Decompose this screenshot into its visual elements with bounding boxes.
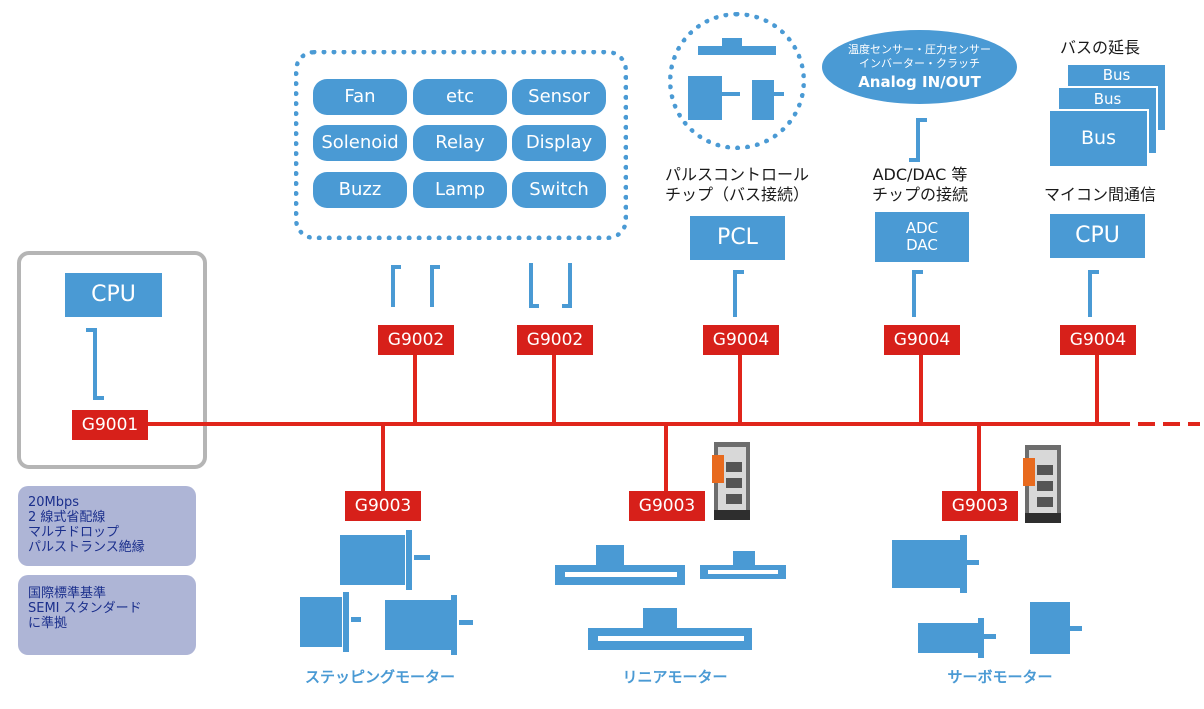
device-fan: Fan: [313, 79, 407, 115]
signal-arrow: [529, 263, 539, 308]
spec-info-box: 20Mbps 2 線式省配線 マルチドロップ パルストランス絶縁: [18, 486, 196, 566]
drop-line: [413, 355, 417, 423]
spec-line: パルストランス絶縁: [28, 540, 145, 555]
pcl-dotted-circle: [668, 12, 806, 150]
main-cpu-frame: [17, 251, 207, 469]
linear-motor-legend: リニアモーター: [622, 668, 728, 686]
drop-line: [381, 424, 385, 492]
stepping-motor-legend: ステッピングモーター: [304, 668, 455, 686]
adc-dac-box: ADC DAC: [875, 212, 969, 262]
inter-mcu-caption: マイコン間通信: [1043, 185, 1156, 204]
driver-unit-icon: [712, 442, 750, 520]
spec-line: 2 線式省配線: [28, 510, 106, 525]
driver-unit-icon: [1023, 445, 1061, 523]
bus-continuation-dash: [1188, 422, 1200, 426]
drop-line: [1095, 355, 1099, 423]
spec-line: マルチドロップ: [28, 525, 120, 540]
g9003-chip-stepping: G9003: [345, 491, 421, 521]
standard-line: SEMI スタンダード: [28, 601, 142, 616]
servo-motor-icon: [892, 540, 960, 588]
analog-cloud-line3: Analog IN/OUT: [858, 73, 981, 91]
servo-motor-icon: [1030, 602, 1070, 654]
signal-arrow: [733, 270, 744, 317]
bus-continuation-dash: [1138, 422, 1155, 426]
device-sensor: Sensor: [512, 79, 606, 115]
device-buzz: Buzz: [313, 172, 407, 208]
stepping-motor-icon: [300, 597, 342, 647]
io-device-frame: [294, 50, 628, 240]
signal-arrow: [909, 118, 927, 162]
g9001-chip: G9001: [72, 410, 148, 440]
device-relay: Relay: [413, 125, 507, 161]
linear-motor-icon: [555, 565, 685, 585]
dac-label: DAC: [906, 236, 938, 254]
adc-caption-line2: チップの接続: [871, 185, 968, 204]
signal-arrow: [391, 265, 401, 307]
main-bus-line: [145, 422, 1130, 426]
signal-arrow: [562, 263, 572, 308]
drop-line: [664, 424, 668, 492]
pcl-caption-line1: パルスコントロール: [664, 165, 809, 184]
g9003-chip-linear: G9003: [629, 491, 705, 521]
pcl-caption-line2: チップ（バス接続）: [664, 185, 809, 204]
signal-arrow: [912, 270, 923, 317]
servo-motor-icon: [918, 623, 978, 653]
stepping-motor-icon: [385, 600, 451, 650]
bus-continuation-dash: [1163, 422, 1180, 426]
pcl-box: PCL: [690, 216, 785, 260]
drop-line: [738, 355, 742, 423]
drop-line: [977, 424, 981, 492]
stepping-motor-icon: [340, 535, 405, 585]
adc-label: ADC: [905, 219, 939, 237]
g9004-chip-pcl: G9004: [703, 325, 779, 355]
linear-motor-icon: [700, 565, 786, 579]
bus-layer-front: Bus: [1048, 109, 1149, 168]
analog-cloud: [822, 30, 1017, 104]
signal-arrow: [430, 265, 440, 307]
g9003-chip-servo: G9003: [942, 491, 1018, 521]
device-etc: etc: [413, 79, 507, 115]
device-switch: Switch: [512, 172, 606, 208]
g9002-chip-input: G9002: [517, 325, 593, 355]
drop-line: [552, 355, 556, 423]
adc-caption-line1: ADC/DAC 等: [872, 165, 968, 184]
servo-motor-legend: サーボモーター: [947, 668, 1053, 686]
spec-line: 20Mbps: [28, 495, 80, 510]
analog-cloud-line1: 温度センサー・圧力センサー: [848, 43, 991, 56]
device-lamp: Lamp: [413, 172, 507, 208]
standard-info-box: 国際標準基準 SEMI スタンダード に準拠: [18, 575, 196, 655]
device-display: Display: [512, 125, 606, 161]
standard-line: に準拠: [28, 616, 68, 631]
drop-line: [919, 355, 923, 423]
sub-cpu-box: CPU: [1050, 214, 1145, 258]
g9004-chip-cpu: G9004: [1060, 325, 1136, 355]
g9004-chip-adc: G9004: [884, 325, 960, 355]
device-solenoid: Solenoid: [313, 125, 407, 161]
linear-motor-icon: [588, 628, 752, 650]
analog-cloud-line2: インバーター・クラッチ: [859, 57, 980, 70]
main-cpu-box: CPU: [65, 273, 162, 317]
signal-arrow: [1088, 270, 1099, 317]
standard-line: 国際標準基準: [28, 586, 107, 601]
bus-extension-title: バスの延長: [1059, 38, 1140, 57]
g9002-chip-output: G9002: [378, 325, 454, 355]
